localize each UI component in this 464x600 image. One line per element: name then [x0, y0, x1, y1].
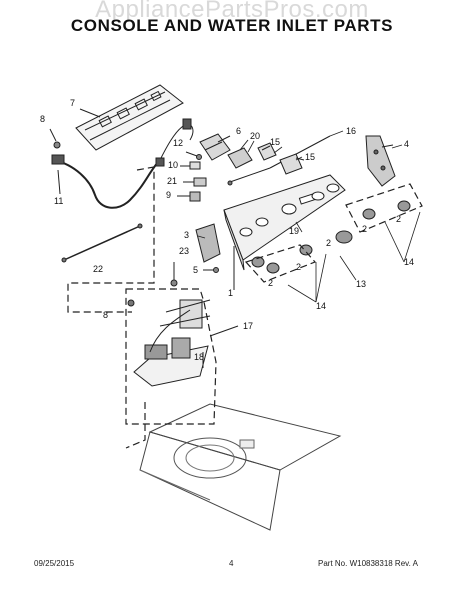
callout-7: 7	[70, 98, 75, 108]
console-knob-group-dashed	[244, 244, 317, 283]
part-9-fastener	[177, 191, 201, 202]
callout-23: 23	[179, 246, 189, 256]
callout-6: 6	[236, 126, 241, 136]
callout-21: 21	[167, 176, 177, 186]
callout-3: 3	[184, 230, 189, 240]
part-21-clip	[183, 177, 207, 187]
callout-15-upper: 15	[270, 137, 280, 147]
part-8-screw-upper	[49, 128, 61, 149]
callout-14-lower: 14	[316, 301, 326, 311]
callout-12: 12	[173, 138, 183, 148]
callout-2-b: 2	[296, 262, 301, 272]
callout-22: 22	[93, 264, 103, 274]
page-title: CONSOLE AND WATER INLET PARTS	[70, 16, 394, 35]
callout-11: 11	[54, 196, 63, 206]
part-20-switch	[227, 139, 253, 169]
callout-17: 17	[243, 321, 253, 331]
part-17-18-valve-assembly	[133, 299, 211, 387]
part-10-clip	[180, 161, 201, 170]
part-23-screw	[170, 262, 178, 287]
callout-10: 10	[168, 160, 178, 170]
part-8-screw-lower	[127, 299, 135, 307]
group-17-boundary	[125, 288, 217, 425]
footer-page-number: 4	[229, 559, 234, 568]
callout-20: 20	[250, 131, 260, 141]
part-7-control-board	[75, 84, 184, 151]
footer-part-number: Part No. W10838318 Rev. A	[318, 559, 418, 568]
callout-15-lower: 15	[305, 152, 315, 162]
callout-8-upper: 8	[40, 114, 45, 124]
callout-13: 13	[356, 279, 366, 289]
part-2-knob-group-lower	[251, 230, 353, 274]
console-knob-group-right-dashed	[345, 183, 423, 233]
part-6-switch	[199, 133, 231, 161]
part-22-inlet-hose	[61, 223, 143, 263]
callout-1: 1	[228, 288, 233, 298]
part-4-end-cap	[365, 135, 396, 187]
callout-5: 5	[193, 265, 198, 275]
footer-date: 09/25/2015	[34, 559, 75, 568]
washer-top-base	[139, 403, 342, 531]
callout-2-d: 2	[362, 224, 367, 234]
part-15-clip-lower	[279, 153, 305, 175]
part-16-wire	[227, 135, 331, 186]
callout-16: 16	[346, 126, 356, 136]
harness-route-dashed	[67, 166, 155, 313]
callout-8-lower: 8	[103, 310, 108, 320]
callout-2-a: 2	[268, 278, 273, 288]
part-5-screw	[203, 267, 219, 273]
callout-19: 19	[289, 226, 299, 236]
callout-2-e: 2	[396, 214, 401, 224]
part-1-console-panel	[223, 174, 346, 271]
connector-leader	[125, 402, 146, 449]
watermark-text: AppliancePartsPros.com	[95, 0, 369, 23]
callout-14-right: 14	[404, 257, 414, 267]
part-11-wire-harness	[51, 118, 194, 209]
callout-labels: 7 8 11 12 10 21 9 6 20 15 16 15 4 3 23 5…	[40, 98, 414, 362]
callout-4: 4	[404, 139, 409, 149]
part-12-screw	[185, 151, 202, 160]
callout-18: 18	[194, 352, 204, 362]
callout-9: 9	[166, 190, 171, 200]
part-15-knob-clip-upper	[257, 142, 277, 161]
callout-2-c: 2	[326, 238, 331, 248]
part-2-knob-group-upper	[362, 200, 411, 220]
part-3-side-trim	[195, 223, 221, 263]
